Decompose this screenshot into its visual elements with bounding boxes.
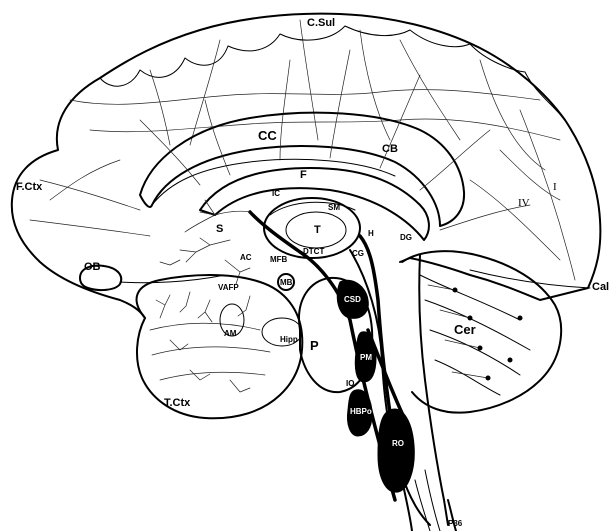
label-cal: Cal xyxy=(592,281,609,293)
label-s: S xyxy=(216,223,223,235)
label-am: AM xyxy=(224,329,237,338)
label-pm: PM xyxy=(360,353,372,362)
label-cc: CC xyxy=(258,128,277,143)
label-c-sul: C.Sul xyxy=(307,17,335,29)
label-f-ctx: F.Ctx xyxy=(16,181,43,193)
label-h: H xyxy=(368,229,374,238)
raphe-nucleus-ro xyxy=(378,409,414,492)
terminal-dot xyxy=(468,316,472,320)
label-mb: MB xyxy=(280,278,293,287)
label-p: P xyxy=(310,338,319,353)
label-cg: CG xyxy=(352,249,364,258)
terminal-dot xyxy=(453,288,457,292)
label-sm: SM xyxy=(328,203,340,212)
label-dtct: DTCT xyxy=(303,247,324,256)
sulci xyxy=(30,20,575,280)
label-t: T xyxy=(314,224,321,236)
label-ro: RO xyxy=(392,439,404,448)
terminal-dot xyxy=(478,346,482,350)
label-code: P36 xyxy=(448,519,463,528)
label-cer: Cer xyxy=(454,322,476,337)
spinal-fibers xyxy=(415,470,440,531)
corpus-callosum-inner xyxy=(152,159,395,205)
terminal-branches-temporal xyxy=(156,292,250,392)
label-ic: IC xyxy=(272,189,280,198)
terminal-dot xyxy=(486,376,490,380)
label-mfb: MFB xyxy=(270,255,288,264)
label-iv: IV xyxy=(518,197,530,209)
label-cb: CB xyxy=(382,143,398,155)
label-f: F xyxy=(300,169,307,181)
label-hbpo: HBPo xyxy=(350,407,372,416)
label-io: IO xyxy=(346,379,354,388)
label-ob: OB xyxy=(84,261,101,273)
label-t-ctx: T.Ctx xyxy=(164,397,191,409)
label-hipp: Hipp xyxy=(280,335,298,344)
label-i: I xyxy=(553,181,557,193)
terminal-dot xyxy=(508,358,512,362)
label-csd: CSD xyxy=(344,295,361,304)
label-ac: AC xyxy=(240,253,252,262)
temporal-gyri xyxy=(150,323,270,380)
terminal-dot xyxy=(518,316,522,320)
label-vafp: VAFP xyxy=(218,283,239,292)
label-dg: DG xyxy=(400,233,412,242)
label-dbr: DBR xyxy=(342,267,360,276)
olfactory-tract xyxy=(120,275,225,283)
